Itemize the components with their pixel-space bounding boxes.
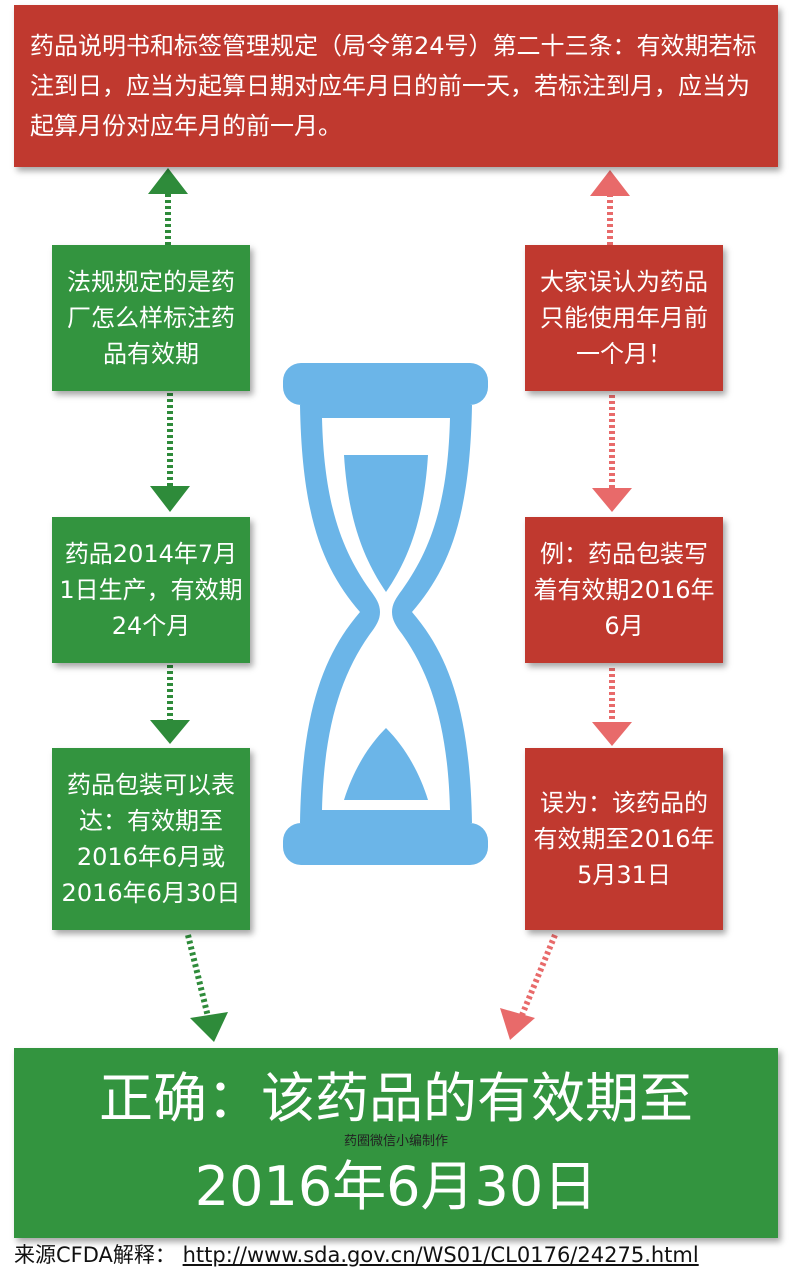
source-link[interactable]: http://www.sda.gov.cn/WS01/CL0176/24275.… [182,1243,699,1267]
red-arrows [500,170,632,1040]
conclusion-line-1: 正确：该药品的有效期至 [99,1067,693,1130]
right-box-1-text: 大家误认为药品只能使用年月前一个月！ [540,268,708,368]
right-box-2-text: 例：药品包装写着有效期2016年6月 [533,540,715,640]
arrow-left-down-1-head [150,486,190,512]
arrow-left-down-2-head [150,720,190,744]
right-box-1: 大家误认为药品只能使用年月前一个月！ [525,245,723,391]
left-box-2-text: 药品2014年7月1日生产，有效期24个月 [59,540,243,640]
conclusion-line-2: 2016年6月30日 [194,1155,598,1218]
right-box-2: 例：药品包装写着有效期2016年6月 [525,517,723,663]
arrow-right-down-2-head [592,722,632,746]
arrow-left-down-3-head [190,1012,228,1042]
arrow-left-up-head [148,168,188,194]
left-box-1: 法规规定的是药厂怎么样标注药品有效期 [52,245,250,391]
left-box-3-text: 药品包装可以表达：有效期至2016年6月或2016年6月30日 [61,771,241,907]
green-arrows [148,168,228,1042]
arrow-right-down-1-head [592,488,632,512]
right-box-3: 误为：该药品的有效期至2016年5月31日 [525,748,723,930]
arrow-left-down-3 [185,934,213,1026]
right-box-3-text: 误为：该药品的有效期至2016年5月31日 [533,789,715,889]
left-box-1-text: 法规规定的是药厂怎么样标注药品有效期 [67,268,235,368]
hourglass-icon [283,363,488,865]
conclusion-box: 正确：该药品的有效期至 药圈微信小编制作 2016年6月30日 [14,1048,778,1238]
arrow-right-down-3 [517,933,558,1022]
left-box-2: 药品2014年7月1日生产，有效期24个月 [52,517,250,663]
arrow-right-down-3-head [500,1008,535,1040]
regulation-box: 药品说明书和标签管理规定（局令第24号）第二十三条：有效期若标注到日，应当为起算… [14,5,778,167]
arrow-right-up-head [590,170,630,196]
watermark-text: 药圈微信小编制作 [343,1134,448,1149]
source-footer: 来源CFDA解释： http://www.sda.gov.cn/WS01/CL0… [14,1240,784,1270]
left-box-3: 药品包装可以表达：有效期至2016年6月或2016年6月30日 [52,748,250,930]
source-label: 来源CFDA解释： [14,1243,176,1267]
regulation-text: 药品说明书和标签管理规定（局令第24号）第二十三条：有效期若标注到日，应当为起算… [30,32,757,140]
